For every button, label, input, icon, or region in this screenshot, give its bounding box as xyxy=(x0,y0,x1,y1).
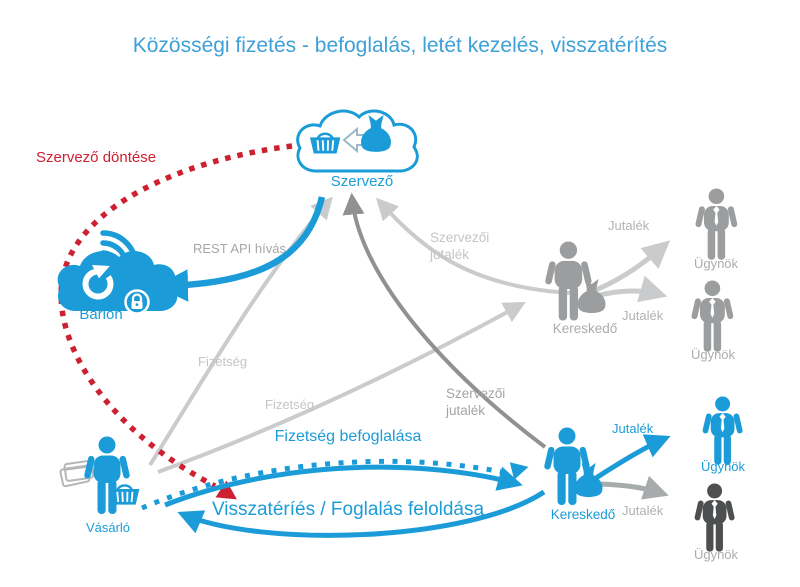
jutalek-label-3: Jutalék xyxy=(622,503,664,518)
jutalek-blue-label: Jutalék xyxy=(612,421,654,436)
ugynok-gray1-figure xyxy=(695,188,738,259)
edge-fizetseg-vasarlo-kereskedo xyxy=(157,301,526,474)
edge-rest-api xyxy=(155,196,326,302)
edge-jutalek-kereskedo-ugynok2 xyxy=(595,275,668,303)
szervezo-cloud xyxy=(296,109,419,173)
ugynok-gray1-label: Ügynök xyxy=(694,256,739,271)
kereskedo-blue-label: Kereskedő xyxy=(551,507,616,522)
ugynok-blue-figure xyxy=(702,396,743,464)
page-title: Közösségi fizetés - befoglalás, letét ke… xyxy=(133,34,668,57)
edge-jutalek-kereskedo2-ugynok-blue xyxy=(594,434,671,481)
szervezo-dontese-label: Szervező döntése xyxy=(36,149,156,166)
szervezoi-jutalek-top-line1: Szervezői xyxy=(430,230,489,245)
edge-jutalek-kereskedo-ugynok1 xyxy=(594,240,671,293)
edge-szervezo-dontese xyxy=(58,143,293,500)
ugynok-gray2-figure xyxy=(691,280,734,351)
edge-visszaterites-loop xyxy=(164,464,546,538)
edge-jutalek-kereskedo2-ugynok-dark xyxy=(597,475,669,500)
kereskedo-gray-moneybag-icon xyxy=(577,278,606,314)
vasarlo-group xyxy=(59,436,141,514)
edge-szervezoi-jutalek-kereskedo-szervezo xyxy=(376,197,573,295)
visszaterites-label: Visszatéríés / Foglalás feloldása xyxy=(212,499,485,520)
fizetseg-label-1: Fizetség xyxy=(198,354,247,369)
ugynok-dark-label: Ügynök xyxy=(694,547,739,562)
rest-api-label: REST API hívás xyxy=(193,241,286,256)
barion-label: Barion xyxy=(79,306,122,323)
ugynok-blue-label: Ügynök xyxy=(701,459,746,474)
lock-icon xyxy=(124,289,150,315)
ugynok-gray2-label: Ügynök xyxy=(691,347,736,362)
szervezoi-jutalek-top-line2: jutalék xyxy=(429,247,469,262)
barion-cloud xyxy=(57,230,178,315)
szervezo-label: Szervező xyxy=(331,173,394,190)
vasarlo-label: Vásárló xyxy=(86,520,130,535)
blue-dotted-arrowhead-icon xyxy=(509,462,529,480)
loop-bottom-arc xyxy=(177,489,546,538)
ugynok-dark-figure xyxy=(694,483,735,551)
fizetseg-befoglalasa-label: Fizetség befoglalása xyxy=(275,428,422,445)
jutalek-label-1: Jutalék xyxy=(608,218,650,233)
kereskedo-gray-label: Kereskedő xyxy=(553,321,618,336)
szervezoi-jutalek-mid-line2: jutalék xyxy=(445,403,485,418)
edge-szervezoi-jutalek-kereskedo2-szervezo xyxy=(342,192,547,449)
fizetseg-label-2: Fizetség xyxy=(265,397,314,412)
jutalek-label-2: Jutalék xyxy=(622,308,664,323)
loop-top-arc xyxy=(164,464,523,508)
red-arrowhead-icon xyxy=(215,480,237,500)
szervezoi-jutalek-mid-line1: Szervezői xyxy=(446,386,505,401)
